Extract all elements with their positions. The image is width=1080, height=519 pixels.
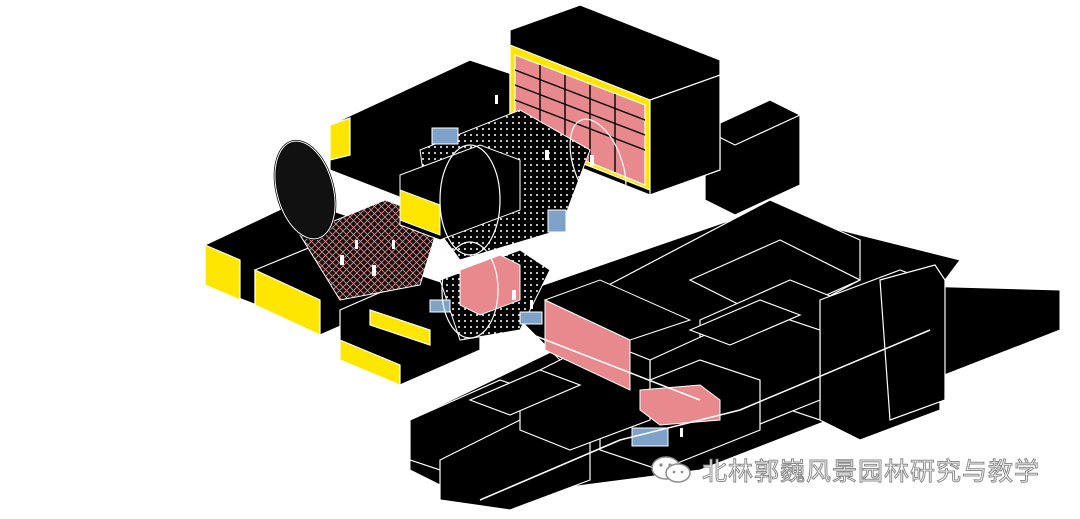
wechat-icon <box>651 456 691 483</box>
watermark-text: 北林郭巍风景园林研究与教学 <box>701 457 1041 487</box>
watermark: 北林郭巍风景园林研究与教学 <box>650 452 1040 488</box>
people-figures <box>340 95 683 437</box>
loop-sculptures <box>273 118 627 339</box>
street-arcade <box>543 279 721 447</box>
street-edge <box>479 329 931 501</box>
central-courtyard <box>299 109 591 341</box>
southwest-building-cluster <box>409 339 651 511</box>
